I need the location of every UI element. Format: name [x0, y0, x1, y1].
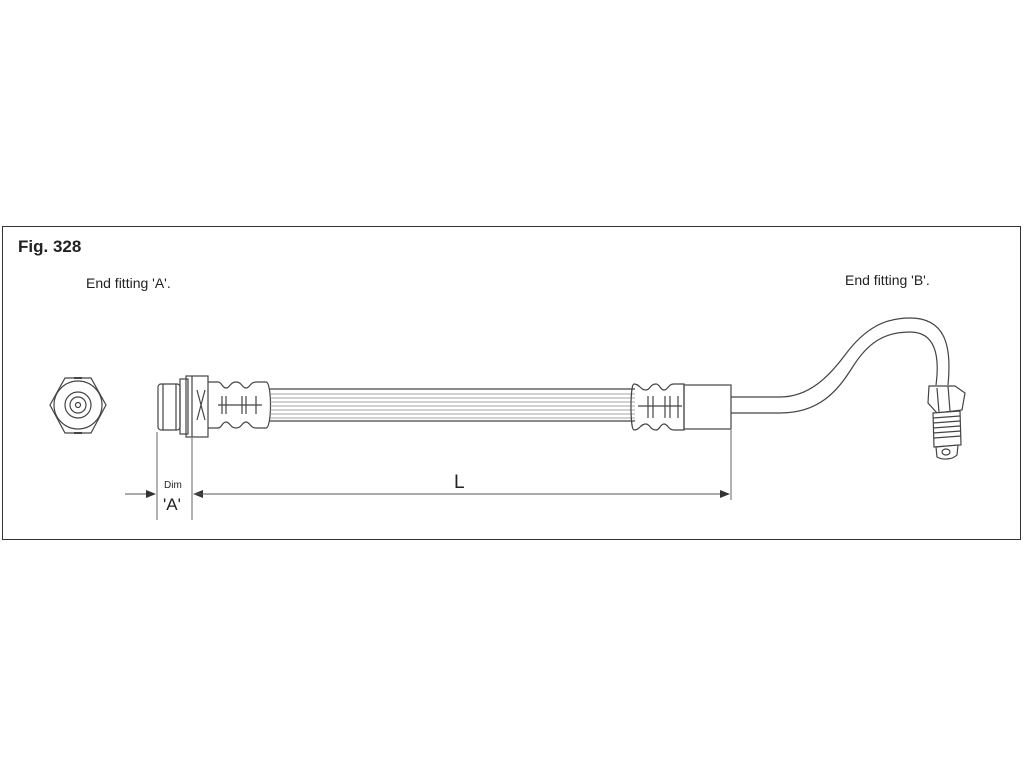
dim-a-value: 'A'	[163, 495, 181, 514]
fitting-a	[157, 375, 272, 438]
figure-title: Fig. 328	[18, 237, 82, 256]
length-label: L	[454, 472, 465, 493]
end-fitting-b-label: End fitting 'B'.	[845, 272, 930, 288]
dim-caption: Dim	[164, 480, 182, 491]
brake-pipe	[731, 317, 950, 414]
figure-frame	[2, 226, 1021, 540]
end-view-fitting-a	[49, 377, 107, 434]
fitting-b	[927, 385, 966, 460]
dimension-lines	[125, 430, 732, 520]
fitting-b-ferrule	[630, 383, 732, 431]
end-fitting-a-label: End fitting 'A'.	[86, 275, 171, 291]
hose-body	[270, 388, 635, 422]
